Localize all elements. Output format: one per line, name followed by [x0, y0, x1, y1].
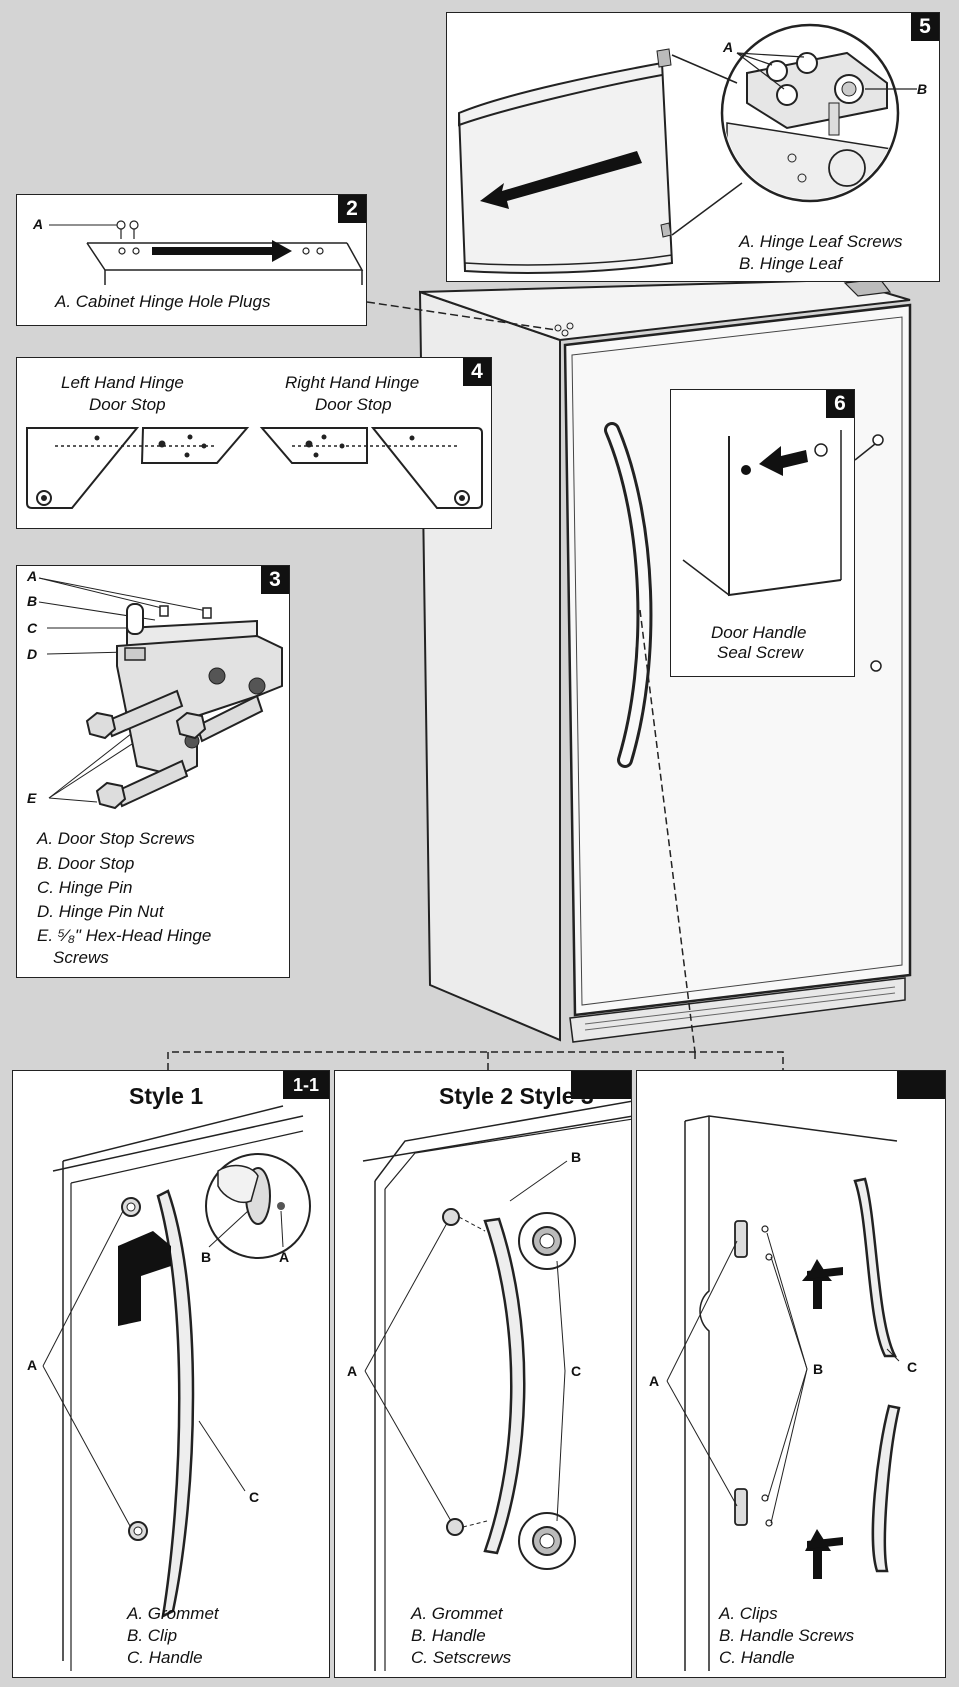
callout-b: B — [813, 1361, 824, 1377]
panel-6-seal-screw: 6 Door Handle Seal Screw — [670, 389, 855, 677]
callout-b: B — [27, 593, 38, 609]
caption-e-cont: Screws — [53, 948, 109, 967]
caption-b: B. Clip — [127, 1626, 178, 1645]
callout-a: A — [27, 568, 38, 584]
callout-c: C — [249, 1489, 260, 1505]
step-number: 1-1 — [283, 1071, 329, 1099]
panel-style-1: Style 1 1-1 A B A C A. Grommet B. C — [12, 1070, 330, 1678]
callout-c: C — [571, 1363, 582, 1379]
caption-a: A. Grommet — [127, 1604, 219, 1623]
step-number: 5 — [911, 13, 939, 41]
style-title: Style 1 — [129, 1083, 204, 1109]
caption-b: B. Door Stop — [37, 854, 135, 873]
callout-a: A — [27, 1357, 38, 1373]
style-title: Style 2 Style 3 — [439, 1083, 594, 1109]
left-title-2: Door Stop — [89, 395, 166, 414]
callout-b: B — [571, 1149, 582, 1165]
caption-1: Door Handle — [711, 623, 807, 642]
seal-screw-diagram — [682, 430, 842, 597]
caption-b: B. Handle Screws — [719, 1626, 855, 1645]
caption-c: C. Hinge Pin — [37, 878, 133, 897]
callout-a: A — [347, 1363, 358, 1379]
callout-c: C — [907, 1359, 918, 1375]
caption-c: C. Handle — [127, 1648, 203, 1667]
step-number-block — [571, 1071, 631, 1099]
caption-a: A. Clips — [719, 1604, 778, 1623]
panel-style-2: Style 2 Style 3 A B C A. Grommet B. Hand… — [334, 1070, 632, 1678]
step-number-block — [897, 1071, 945, 1099]
style-2-handle-diagram — [362, 1100, 631, 1671]
door-stop-diagram — [26, 427, 483, 509]
hinge-leaf-diagram — [457, 23, 917, 274]
callout-a: A — [33, 216, 44, 232]
callout-a-inset: A — [279, 1249, 290, 1265]
step-number: 2 — [338, 195, 366, 223]
panel-5-hinge-leaf: 5 A B A. Hi — [446, 12, 940, 282]
callout-a: A — [723, 39, 734, 55]
callout-a: A — [649, 1373, 660, 1389]
callout-e: E — [27, 790, 37, 806]
hole-plugs-diagram — [49, 220, 364, 285]
caption-b: B. Hinge Leaf — [739, 254, 843, 273]
step-number: 4 — [463, 358, 491, 386]
caption-c: C. Handle — [719, 1648, 795, 1667]
caption-d: D. Hinge Pin Nut — [37, 902, 164, 921]
callout-c: C — [27, 620, 38, 636]
panel-2-hinge-hole-plugs: 2 A A. Cabinet Hinge Hole Plugs — [16, 194, 367, 326]
caption-a: A. Grommet — [411, 1604, 503, 1623]
hinge-assembly-diagram — [38, 577, 283, 810]
right-title-2: Door Stop — [315, 395, 392, 414]
caption: A. Cabinet Hinge Hole Plugs — [55, 292, 271, 311]
right-title-1: Right Hand Hinge — [285, 373, 420, 392]
caption-a: A. Hinge Leaf Screws — [739, 232, 903, 251]
caption-2: Seal Screw — [717, 643, 803, 662]
panel-4-door-stops: 4 Left Hand Hinge Door Stop Right Hand H… — [16, 357, 492, 529]
caption-e: E. ⁵⁄₈" Hex-Head Hinge — [37, 926, 212, 945]
caption-b: B. Handle — [411, 1626, 486, 1645]
style-1-handle-diagram — [42, 1105, 311, 1671]
caption-a: A. Door Stop Screws — [37, 829, 195, 848]
callout-b: B — [201, 1249, 212, 1265]
panel-3-hinge-assembly: 3 — [16, 565, 290, 978]
panel-style-3: A B C A. Clips B. Handle Screws C. Handl… — [636, 1070, 946, 1678]
caption-c: C. Setscrews — [411, 1648, 512, 1667]
step-number: 3 — [261, 566, 289, 594]
left-title-1: Left Hand Hinge — [61, 373, 184, 392]
callout-d: D — [27, 646, 38, 662]
step-number: 6 — [826, 390, 854, 418]
style-3-handle-diagram — [666, 1115, 901, 1671]
callout-b: B — [917, 81, 928, 97]
